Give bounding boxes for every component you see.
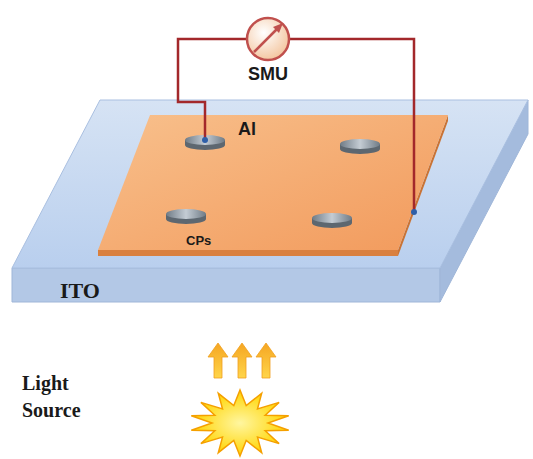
wire [289, 39, 414, 212]
part-label: Al [238, 116, 256, 143]
ito-substrate: ITO CPs [12, 100, 528, 302]
light-arrow [208, 343, 276, 378]
contact-dot [202, 137, 208, 143]
al-electrode [166, 209, 206, 224]
al-electrode [340, 139, 380, 154]
al-electrode [312, 213, 352, 228]
wire [178, 39, 247, 140]
smu-meter: SMU [240, 16, 296, 92]
ito-top-face [12, 100, 528, 268]
al-electrode [185, 135, 225, 150]
light-source-burst [191, 390, 288, 456]
node-label: SMU [240, 64, 296, 85]
cps-front-edge [98, 250, 398, 256]
contact-dot [411, 209, 417, 215]
cps-layer: CPs [98, 115, 448, 256]
cps-top-face [98, 115, 448, 250]
light-source-label: Light Source [22, 370, 94, 424]
node-label: CPs [186, 233, 211, 248]
node-label: ITO [60, 278, 100, 304]
meter-symbol [240, 16, 296, 62]
